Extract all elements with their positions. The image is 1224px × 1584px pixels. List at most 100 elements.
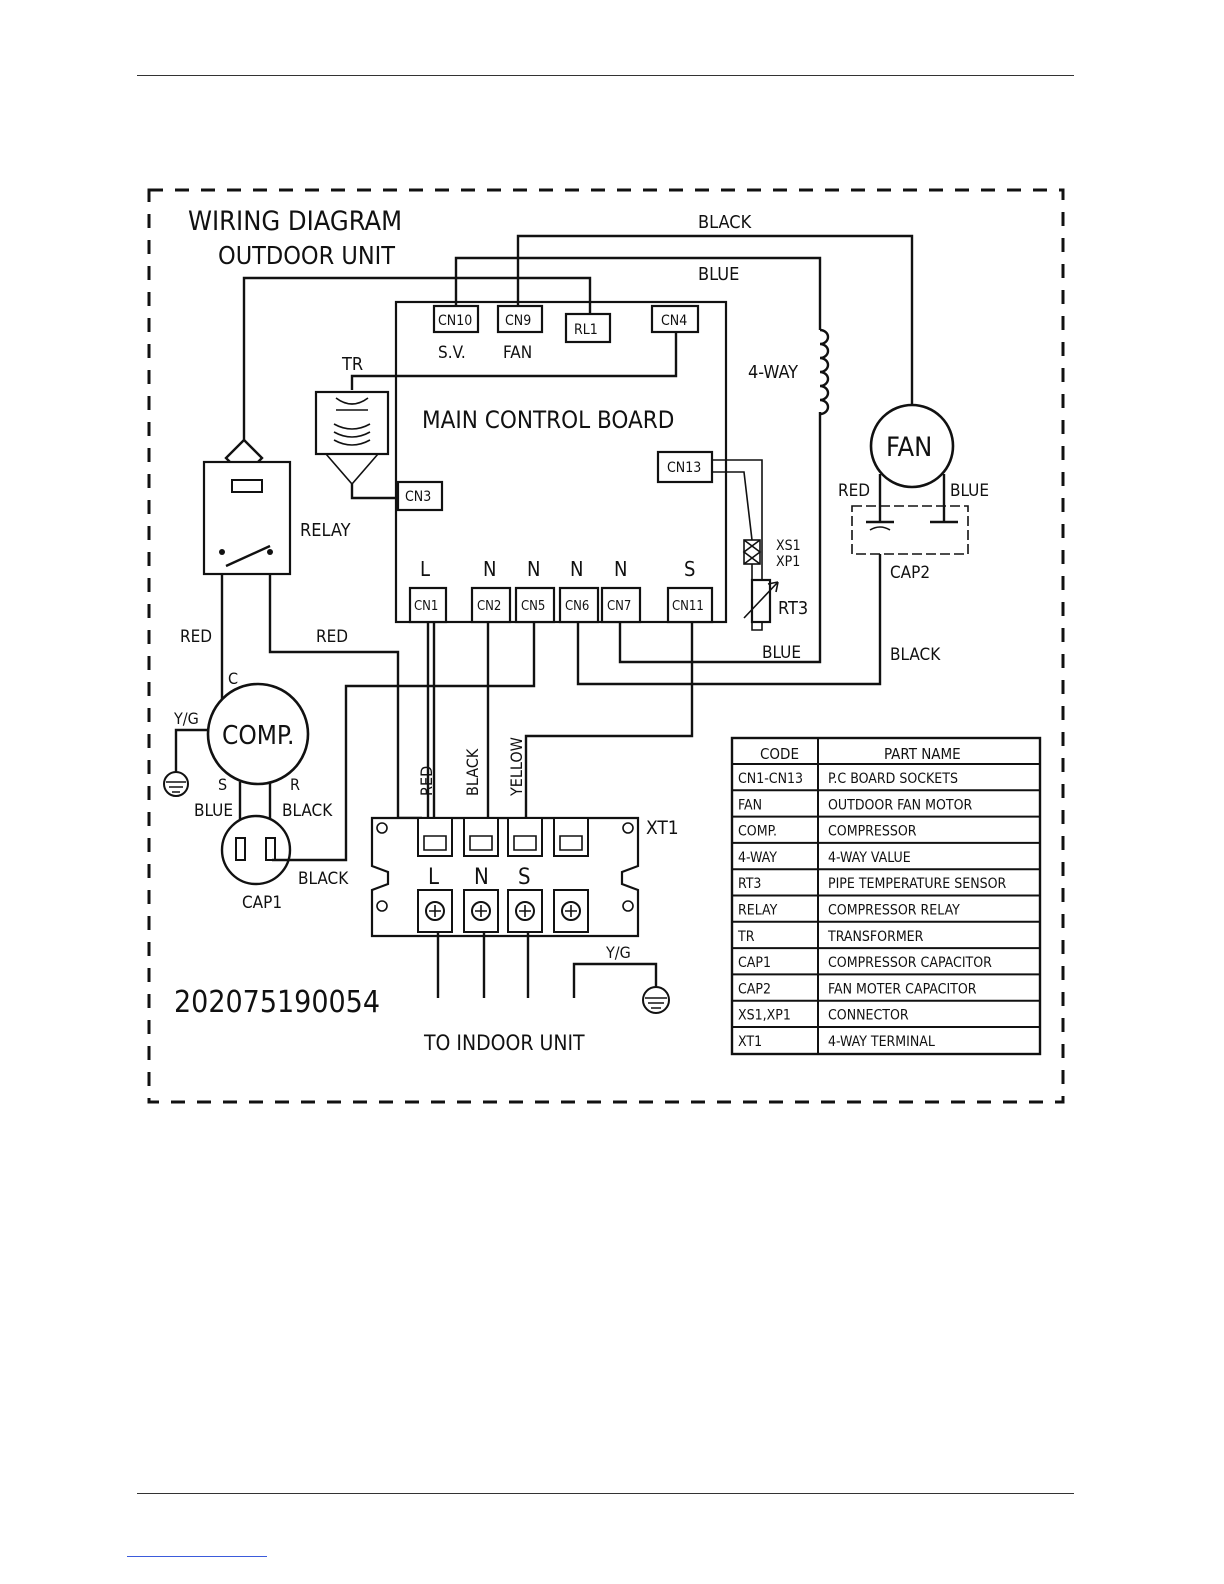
- wire-relay-coil: [242, 276, 592, 440]
- footer-rule: [137, 1493, 1074, 1494]
- label-blue-rt3: BLUE: [762, 643, 801, 663]
- legend-header-name: PART NAME: [884, 745, 961, 763]
- label-red-left: RED: [180, 627, 212, 647]
- cn10-label: CN10: [438, 313, 472, 329]
- label-yg-comp: Y/G: [173, 709, 199, 728]
- label-black-cap2: BLACK: [890, 645, 941, 665]
- sv-label: S.V.: [438, 343, 466, 363]
- xt1-letter-l: L: [428, 865, 439, 890]
- legend-part-name: 4-WAY VALUE: [828, 850, 911, 866]
- connector-cn2: CN2: [470, 586, 512, 624]
- cn13-label: CN13: [667, 460, 701, 476]
- compressor: COMP.: [206, 682, 310, 786]
- part-number: 202075190054: [174, 985, 380, 1020]
- xt1-letter-n: N: [474, 865, 489, 890]
- connector-cn10: CN10: [432, 304, 480, 334]
- legend-part-name: PIPE TEMPERATURE SENSOR: [828, 876, 1007, 892]
- fan-sub-label: FAN: [503, 343, 532, 363]
- connector-cn9: CN9: [496, 304, 544, 334]
- wire-fan-cap2: [878, 474, 946, 522]
- legend-part-name: OUTDOOR FAN MOTOR: [828, 797, 972, 813]
- cn2-label: CN2: [477, 599, 501, 614]
- legend-code: FAN: [738, 797, 762, 813]
- cn6-label: CN6: [565, 599, 589, 614]
- legend-code: COMP.: [738, 824, 777, 840]
- letter-cn7: N: [614, 557, 627, 581]
- legend-part-name: COMPRESSOR RELAY: [828, 903, 960, 919]
- letter-cn11: S: [684, 557, 695, 581]
- four-way-coil: [819, 328, 830, 416]
- legend-row: 4-WAY 4-WAY VALUE: [738, 850, 911, 866]
- legend-code: RELAY: [738, 903, 778, 919]
- legend-code: XT1: [738, 1034, 762, 1050]
- letter-cn1: L: [420, 557, 430, 581]
- comp-pin-s: S: [218, 775, 227, 794]
- legend-row: FAN OUTDOOR FAN MOTOR: [738, 797, 972, 813]
- rl1-label: RL1: [574, 322, 598, 338]
- legend-row: XT1 4-WAY TERMINAL: [738, 1034, 935, 1050]
- wire-cn13-b: [712, 471, 753, 541]
- legend-part-name: COMPRESSOR CAPACITOR: [828, 955, 992, 971]
- relay: [202, 460, 292, 576]
- footer-label: TO INDOOR UNIT: [423, 1031, 585, 1055]
- tr-label: TR: [341, 354, 363, 375]
- connector-cn1: CN1: [408, 586, 448, 624]
- xt1-label: XT1: [646, 817, 679, 839]
- legend-code: 4-WAY: [738, 850, 777, 866]
- label-red-fan: RED: [838, 481, 870, 501]
- connector-cn13: CN13: [656, 450, 714, 484]
- legend-code: TR: [737, 929, 755, 945]
- wire-cn4-transformer: [350, 332, 678, 390]
- relay-label: RELAY: [300, 520, 351, 541]
- legend-code: CN1-CN13: [738, 771, 803, 787]
- connector-cn11: CN11: [666, 586, 714, 624]
- letter-cn6: N: [570, 557, 583, 581]
- diagram-subtitle: OUTDOOR UNIT: [218, 241, 395, 270]
- capacitor-cap1: [220, 814, 292, 886]
- legend-row: RELAY COMPRESSOR RELAY: [738, 903, 960, 919]
- legend-row: COMP.COMPRESSOR: [738, 824, 917, 840]
- legend-code: RT3: [738, 876, 761, 892]
- diagram-title: WIRING DIAGRAM: [188, 206, 402, 237]
- label-blue-top: BLUE: [698, 264, 739, 285]
- cn5-label: CN5: [521, 599, 545, 614]
- cn3-label: CN3: [405, 489, 431, 505]
- comp-pin-c: C: [228, 669, 238, 688]
- wire-to-indoor: [436, 932, 530, 998]
- label-black-cap1: BLACK: [298, 869, 349, 889]
- label-black-top: BLACK: [698, 212, 752, 233]
- wire-tr-cn3: [350, 484, 396, 500]
- legend-code: CAP2: [738, 981, 771, 997]
- header-rule: [137, 75, 1074, 76]
- connector-cn4: CN4: [650, 304, 700, 334]
- wire-black-cap2: [576, 554, 882, 686]
- label-red-vert: RED: [417, 766, 436, 796]
- label-yg-ground: Y/G: [605, 943, 631, 962]
- label-red-mid: RED: [316, 627, 348, 647]
- terminal-block-xt1: [370, 816, 640, 938]
- label-blue-cap1: BLUE: [194, 801, 233, 821]
- connector-xs1-xp1: [742, 539, 762, 565]
- connector-cn6: CN6: [558, 586, 600, 624]
- xp1-label: XP1: [776, 554, 800, 570]
- cn9-label: CN9: [505, 313, 531, 329]
- legend-code: XS1,XP1: [738, 1008, 791, 1024]
- fan-label: FAN: [886, 432, 932, 463]
- cn4-label: CN4: [661, 313, 687, 329]
- wire-blue-4way: [454, 256, 822, 330]
- cn11-label: CN11: [672, 599, 704, 614]
- legend-part-name: 4-WAY TERMINAL: [828, 1034, 935, 1050]
- legend-part-name: FAN MOTER CAPACITOR: [828, 981, 977, 997]
- ground-icon: [163, 771, 189, 797]
- wire-yg-comp: [174, 728, 208, 772]
- connector-cn7: CN7: [600, 586, 642, 624]
- cn7-label: CN7: [607, 599, 631, 614]
- legend-header-code: CODE: [760, 745, 799, 763]
- connector-rl1: RL1: [564, 312, 612, 344]
- connector-cn5: CN5: [514, 586, 556, 624]
- letter-cn5: N: [527, 557, 540, 581]
